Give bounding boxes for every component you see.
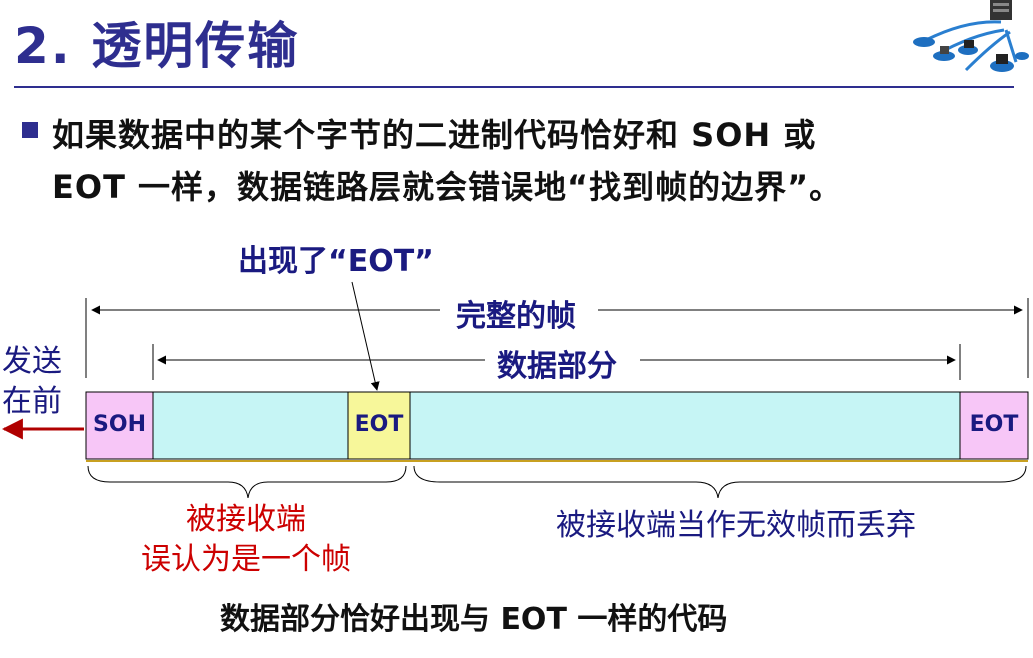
diagram-caption: 数据部分恰好出现与 EOT 一样的代码 xyxy=(220,602,728,637)
cell-data-right xyxy=(409,391,961,460)
network-logo-icon xyxy=(913,0,1029,72)
cell-soh xyxy=(85,391,154,460)
title-underline xyxy=(14,86,1014,88)
bullet-square xyxy=(22,122,38,138)
eot-annotation: 出现了“EOT” xyxy=(238,244,434,279)
brace-left-text: 被接收端 误认为是一个帧 xyxy=(141,502,351,577)
eot-pointer-arrow xyxy=(351,281,380,391)
cell-soh-label: SOH xyxy=(93,412,146,437)
send-first-label: 发送 在前 xyxy=(2,344,62,419)
cell-eot-inner xyxy=(347,391,411,460)
cell-eot-end-label: EOT xyxy=(969,412,1019,437)
page-title: 2. 透明传输 xyxy=(14,17,300,75)
data-part-label: 数据部分 xyxy=(493,341,621,385)
bullet-text-line-1: 如果数据中的某个字节的二进制代码恰好和 SOH 或 xyxy=(52,116,817,154)
cell-eot-end xyxy=(959,391,1029,460)
cell-data-left xyxy=(152,391,349,460)
brace-right-text: 被接收端当作无效帧而丢弃 xyxy=(556,508,916,543)
bullet-text-line-2: EOT 一样，数据链路层就会错误地“找到帧的边界”。 xyxy=(52,168,843,206)
brace-left xyxy=(87,465,407,499)
full-frame-label: 完整的帧 xyxy=(452,291,580,335)
brace-right xyxy=(413,465,1027,499)
cell-eot-inner-label: EOT xyxy=(354,412,404,437)
